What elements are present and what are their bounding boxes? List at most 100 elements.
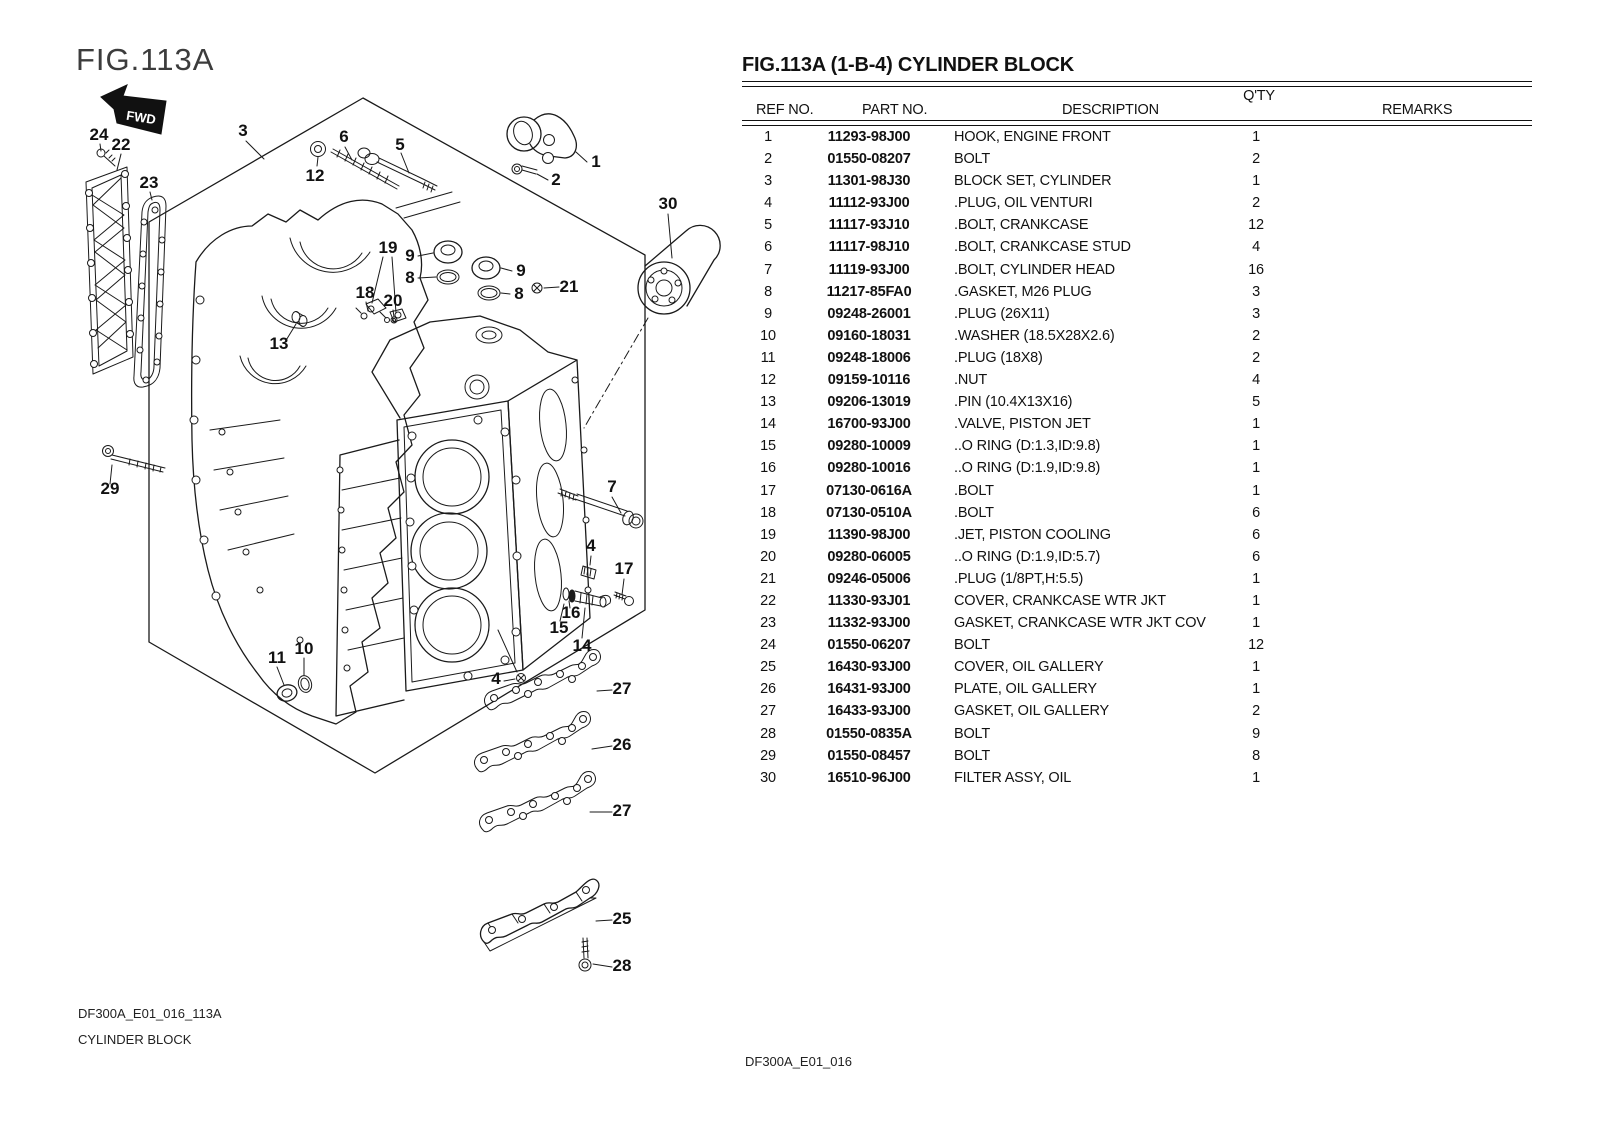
plug-11-washer-10 [275, 674, 313, 703]
cell-ref-no: 25 [760, 659, 776, 676]
table-row: 20 09280-06005 ..O RING (D:1.9,ID:5.7) 6 [742, 546, 1532, 568]
cell-description: HOOK, ENGINE FRONT [954, 129, 1111, 145]
cell-part-no: 07130-0616A [826, 482, 912, 499]
cell-description: .JET, PISTON COOLING [954, 526, 1111, 543]
cell-part-no: 16433-93J00 [827, 703, 911, 720]
cell-part-no: 01550-08457 [827, 747, 911, 764]
cell-part-no: 09280-10016 [827, 460, 911, 477]
cell-description: .PLUG, OIL VENTURI [954, 195, 1093, 212]
callout-label: 9 [405, 246, 414, 265]
cell-description: BOLT [954, 151, 990, 168]
cell-ref-no: 6 [764, 239, 772, 256]
table-row: 25 16430-93J00 COVER, OIL GALLERY 1 [742, 656, 1532, 678]
cell-qty: 1 [1252, 570, 1260, 587]
cell-part-no: 09248-26001 [827, 305, 911, 322]
cell-part-no: 09160-18031 [827, 327, 911, 344]
cell-qty: 4 [1252, 239, 1260, 256]
cell-qty: 1 [1252, 592, 1260, 609]
cell-description: FILTER ASSY, OIL [954, 769, 1072, 786]
cell-description: .PLUG (26X11) [954, 305, 1050, 322]
column-header-part: PART NO. [862, 102, 928, 118]
cell-description: .GASKET, M26 PLUG [954, 283, 1092, 300]
table-row: 26 16431-93J00 PLATE, OIL GALLERY 1 [742, 678, 1532, 700]
table-row: 28 01550-0835A BOLT 9 [742, 723, 1532, 745]
table-header: Q'TY REF NO. PART NO. DESCRIPTION REMARK… [742, 87, 1532, 120]
table-row: 12 09159-10116 .NUT 4 [742, 369, 1532, 391]
callout-label: 22 [112, 135, 131, 154]
plate-oil-gallery [474, 711, 592, 773]
callout-label: 8 [405, 268, 414, 287]
column-header-desc: DESCRIPTION [1062, 102, 1159, 118]
cell-part-no: 11112-93J00 [828, 195, 910, 212]
cell-description: .PIN (10.4X13X16) [954, 394, 1073, 411]
cell-qty: 9 [1252, 725, 1260, 742]
cell-part-no: 09246-05006 [827, 570, 911, 587]
cell-ref-no: 10 [760, 327, 776, 344]
cell-remarks [1287, 568, 1532, 590]
callout-label: 20 [384, 291, 403, 310]
callout-label: 19 [379, 238, 398, 257]
cell-qty: 1 [1252, 482, 1260, 499]
callout-label: 25 [613, 909, 632, 928]
title-rule [742, 81, 1532, 87]
table-row: 19 11390-98J00 .JET, PISTON COOLING 6 [742, 524, 1532, 546]
cell-description: .BOLT, CYLINDER HEAD [954, 261, 1115, 278]
filter-axis-line [584, 318, 648, 428]
table-row: 14 16700-93J00 .VALVE, PISTON JET 1 [742, 413, 1532, 435]
cell-qty: 12 [1248, 637, 1264, 654]
table-row: 24 01550-06207 BOLT 12 [742, 634, 1532, 656]
callout-label: 8 [514, 284, 523, 303]
cell-part-no: 11332-93J00 [827, 615, 911, 632]
cell-description: GASKET, CRANKCASE WTR JKT COV [954, 615, 1206, 632]
callout-label: 17 [615, 559, 634, 578]
cell-qty: 6 [1252, 526, 1260, 543]
callout-label: 23 [140, 173, 159, 192]
callout-label: 27 [613, 801, 632, 820]
table-row: 2 01550-08207 BOLT 2 [742, 148, 1532, 170]
cell-part-no: 09206-13019 [827, 394, 911, 411]
diagram-border [149, 98, 645, 773]
cell-description: .PLUG (18X8) [954, 349, 1043, 366]
callout-label: 1 [591, 152, 600, 171]
cell-ref-no: 9 [764, 305, 772, 322]
cell-remarks [1287, 170, 1532, 192]
cell-ref-no: 18 [760, 504, 776, 521]
cell-description: GASKET, OIL GALLERY [954, 703, 1109, 720]
bolt-28 [579, 938, 591, 971]
gasket-oil-gallery-2 [479, 771, 597, 833]
cell-part-no: 09280-10009 [827, 438, 911, 455]
cell-qty: 3 [1252, 283, 1260, 300]
stud-bolt-6 [331, 149, 399, 189]
cell-qty: 1 [1252, 438, 1260, 455]
callout-label: 13 [270, 334, 289, 353]
header-rule [742, 120, 1532, 126]
bolt-5 [358, 148, 437, 192]
cell-part-no: 01550-08207 [827, 151, 911, 168]
cylinder-block-drawing [336, 316, 591, 716]
fwd-arrow-icon: FWD [101, 85, 166, 134]
table-row: 11 09248-18006 .PLUG (18X8) 2 [742, 347, 1532, 369]
cell-description: .NUT [954, 372, 988, 389]
cell-description: PLATE, OIL GALLERY [954, 681, 1097, 698]
cell-remarks [1287, 259, 1532, 281]
cell-qty: 4 [1252, 372, 1260, 389]
cell-ref-no: 14 [760, 416, 776, 433]
callout-label: 26 [613, 735, 632, 754]
plug-9-left [434, 241, 462, 284]
cell-remarks [1287, 546, 1532, 568]
piston-cooling-jets [356, 299, 406, 323]
table-row: 9 09248-26001 .PLUG (26X11) 3 [742, 303, 1532, 325]
cell-remarks [1287, 590, 1532, 612]
cell-ref-no: 24 [760, 637, 776, 654]
plug-4-lower [498, 630, 526, 683]
cell-description: .BOLT [954, 482, 994, 499]
column-header-remarks: REMARKS [1382, 102, 1453, 118]
table-row: 18 07130-0510A .BOLT 6 [742, 502, 1532, 524]
cell-part-no: 01550-06207 [827, 637, 911, 654]
table-row: 29 01550-08457 BOLT 8 [742, 745, 1532, 767]
cell-ref-no: 5 [764, 217, 772, 234]
footer-file-code: DF300A_E01_016_113A [78, 1006, 222, 1021]
bolt-29 [103, 446, 166, 473]
cell-part-no: 09280-06005 [827, 548, 911, 565]
callout-label: 2 [551, 170, 560, 189]
